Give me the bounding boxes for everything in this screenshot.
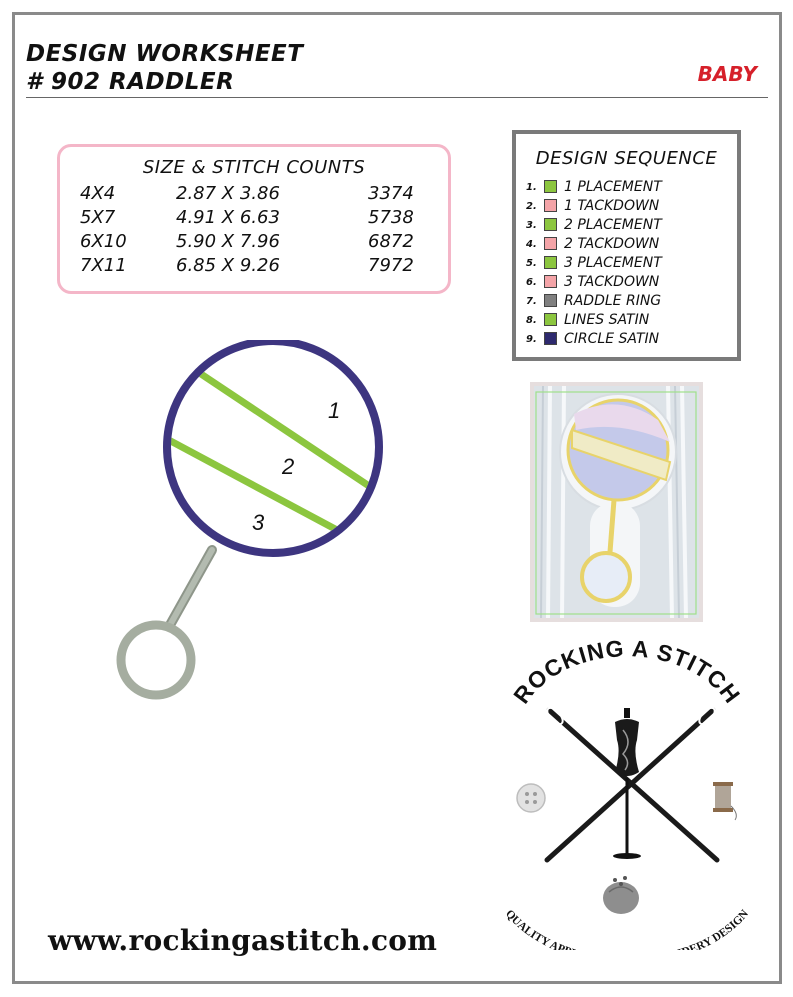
website-url: www.rockingastitch.com	[48, 924, 438, 957]
stitched-sample-photo	[530, 382, 703, 622]
color-swatch	[544, 256, 557, 269]
step-number: 8.	[526, 315, 537, 326]
size-row: 5X7 4.91 X 6.63 5738	[80, 207, 430, 231]
applique-handle-stitch	[607, 499, 617, 553]
worksheet-title: DESIGN WORKSHEET	[26, 41, 304, 67]
hoop-size: 6X10	[80, 231, 127, 252]
sequence-step: 3. 2 PLACEMENT	[526, 216, 736, 234]
step-number: 5.	[526, 258, 537, 269]
sequence-step: 6. 3 TACKDOWN	[526, 273, 736, 291]
step-label: 2 TACKDOWN	[564, 236, 660, 252]
step-label: 3 PLACEMENT	[564, 255, 662, 271]
color-swatch	[544, 180, 557, 193]
sequence-step: 5. 3 PLACEMENT	[526, 254, 736, 272]
design-dimensions: 6.85 X 9.26	[176, 255, 280, 276]
button-icon	[516, 783, 546, 813]
size-row: 7X11 6.85 X 9.26 7972	[80, 255, 430, 279]
thread-spool-icon	[713, 782, 737, 821]
raddle-ring	[116, 620, 196, 700]
needle-right-eye-icon	[698, 706, 716, 726]
logo-brand-text: ROCKING A STITCH	[508, 635, 746, 708]
header-divider	[26, 97, 768, 98]
sequence-step: 4. 2 TACKDOWN	[526, 235, 736, 253]
size-counts-heading: SIZE & STITCH COUNTS	[142, 157, 366, 178]
page-title: DESIGN WORKSHEET # 902 RADDLER	[26, 40, 303, 96]
step-label: CIRCLE SATIN	[564, 331, 660, 347]
page-border	[12, 12, 782, 984]
pincushion-icon	[603, 876, 639, 914]
step-label: 1 PLACEMENT	[564, 179, 662, 195]
step-number: 4.	[526, 239, 537, 250]
sequence-step: 7. RADDLE RING	[526, 292, 736, 310]
size-stitch-counts-panel: SIZE & STITCH COUNTS 4X4 2.87 X 3.86 337…	[57, 144, 451, 294]
step-number: 3.	[526, 220, 537, 231]
design-number: # 902 RADDLER	[26, 69, 235, 95]
step-label: 3 TACKDOWN	[564, 274, 660, 290]
applique-top-section	[574, 404, 670, 442]
fabric-shadows	[540, 385, 680, 619]
needle-right-icon	[544, 707, 716, 863]
step-label: LINES SATIN	[564, 312, 650, 328]
section-label-2: 2	[281, 454, 294, 479]
sequence-step: 1. 1 PLACEMENT	[526, 178, 736, 196]
fabric-pleats	[546, 385, 688, 619]
color-swatch	[544, 199, 557, 212]
step-number: 6.	[526, 277, 537, 288]
design-dimensions: 2.87 X 3.86	[176, 183, 280, 204]
color-swatch	[544, 332, 557, 345]
color-swatch	[544, 294, 557, 307]
step-number: 9.	[526, 334, 537, 345]
color-swatch	[544, 313, 557, 326]
hoop-size: 7X11	[80, 255, 127, 276]
design-sequence-panel: DESIGN SEQUENCE 1. 1 PLACEMENT 2. 1 TACKDOW…	[512, 130, 741, 361]
stitch-count: 6872	[368, 231, 414, 252]
step-number: 1.	[526, 182, 537, 193]
step-label: RADDLE RING	[564, 293, 662, 309]
step-number: 2.	[526, 201, 537, 212]
step-label: 2 PLACEMENT	[564, 217, 662, 233]
logo-tagline: QUALITY APPLIQUE AND EMBROIDERY DESIGN	[503, 907, 751, 950]
applique-stripe	[571, 428, 672, 482]
stitch-count: 5738	[368, 207, 414, 228]
hoop-guide-line	[535, 391, 697, 615]
stitch-count: 3374	[368, 183, 414, 204]
size-row: 6X10 5.90 X 7.96 6872	[80, 231, 430, 255]
color-swatch	[544, 237, 557, 250]
color-swatch	[544, 218, 557, 231]
section-label-3: 3	[252, 510, 265, 535]
applique-ring	[580, 551, 632, 603]
rattle-handle-highlight	[167, 547, 215, 628]
design-dimensions: 5.90 X 7.96	[176, 231, 280, 252]
hoop-size: 5X7	[80, 207, 116, 228]
step-label: 1 TACKDOWN	[564, 198, 660, 214]
divider-line-1	[178, 357, 375, 503]
sequence-step: 2. 1 TACKDOWN	[526, 197, 736, 215]
dress-form-icon	[613, 708, 641, 859]
design-sequence-heading: DESIGN SEQUENCE	[535, 148, 718, 169]
category-label: BABY	[697, 62, 757, 86]
stitch-count: 7972	[368, 255, 414, 276]
sequence-step: 8. LINES SATIN	[526, 311, 736, 329]
divider-line-2	[171, 434, 367, 549]
rattle-diagram: 1 2 3	[116, 340, 383, 700]
step-number: 7.	[526, 296, 537, 307]
rocking-a-stitch-logo: ROCKING A STITCH QUALITY APPLIQUE AND EM…	[503, 635, 751, 950]
rattle-circle	[163, 340, 383, 557]
size-row: 4X4 2.87 X 3.86 3374	[80, 183, 430, 207]
design-dimensions: 4.91 X 6.63	[176, 207, 280, 228]
color-swatch	[544, 275, 557, 288]
sequence-step: 9. CIRCLE SATIN	[526, 330, 736, 348]
section-label-1: 1	[328, 398, 340, 423]
hoop-size: 4X4	[80, 183, 116, 204]
needle-left-eye-icon	[546, 706, 564, 726]
